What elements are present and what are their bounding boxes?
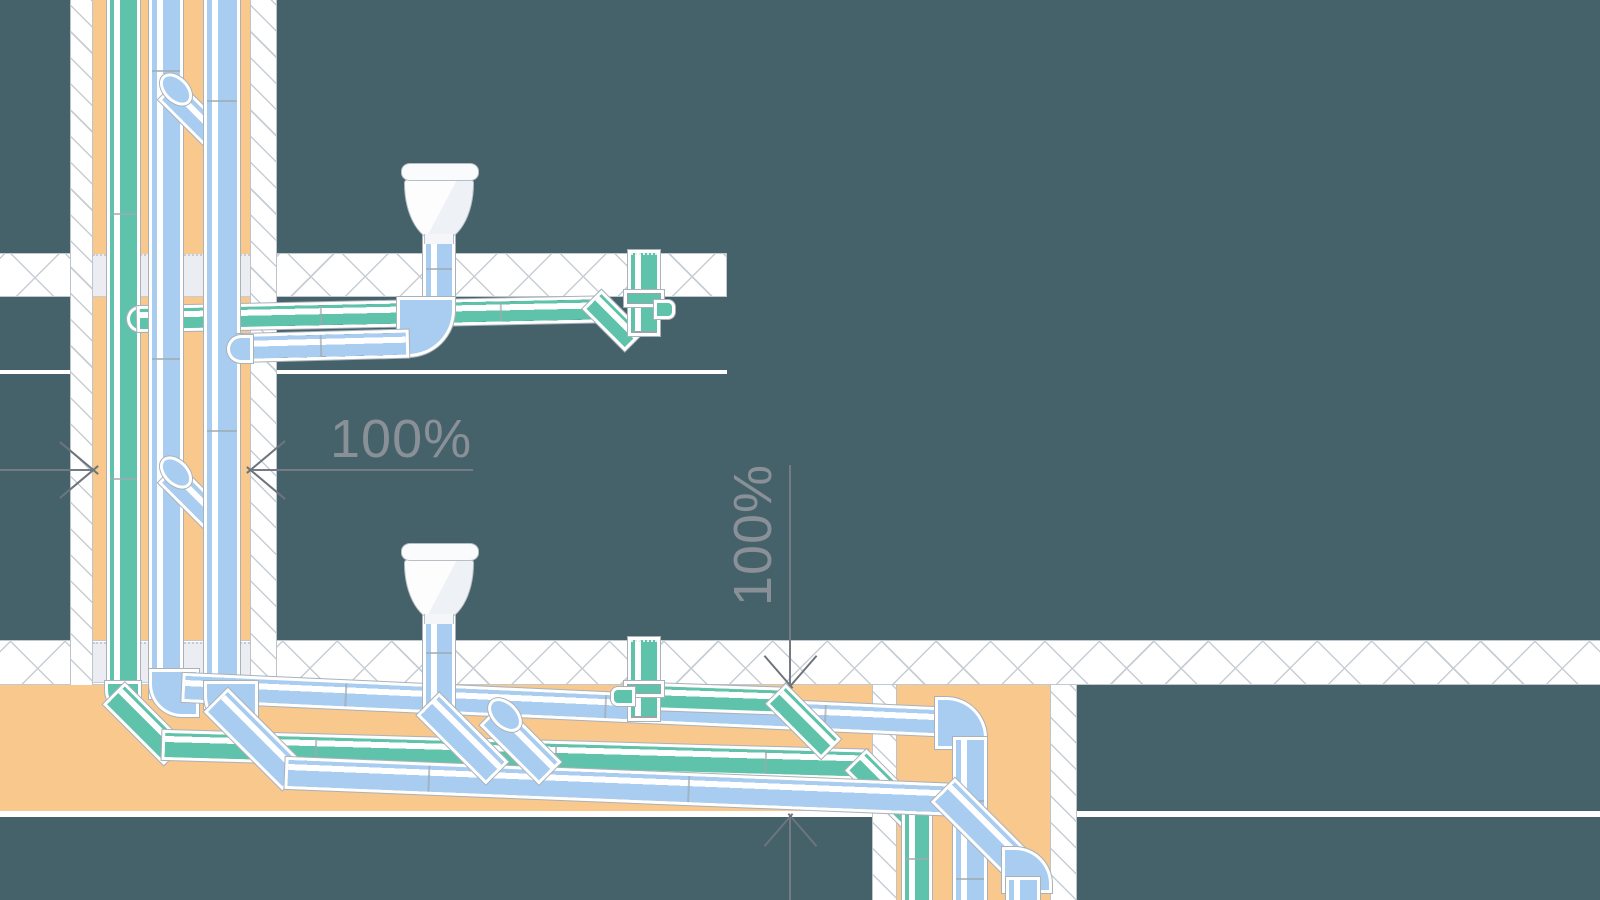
pipe-joint-tick [152,70,180,72]
pipe-joint-tick [110,213,137,215]
funnel-pipe-upper [426,234,452,312]
teal-drop-vertical [905,798,929,900]
blue-drop-vertical-b [1009,880,1037,900]
dim-line-horizontal-right [252,469,473,471]
dim-label-horizontal: 100% [330,409,473,469]
dim-arrow-up-stroke [787,813,818,847]
pipe-joint-tick [207,100,237,102]
shaft-wall-left [70,0,93,685]
funnel-elbow-upper [400,300,452,354]
pipe-joint-tick [110,478,137,480]
pipe-joint-tick [426,652,452,654]
ceiling-line-upper-right [277,370,727,374]
ceiling-line-lower-right [1077,811,1600,817]
funnel-rim [401,163,479,181]
funnel-neck [424,234,454,244]
pipe-joint-tick [956,878,984,880]
pipe-joint-tick [905,858,929,860]
upper-slab-left [0,253,70,297]
funnel-run-cap-upper [230,338,250,360]
ceiling-line-lower-left [0,811,872,817]
funnel-drain-upper [401,163,479,244]
pipe-joint-tick [207,430,237,432]
funnel-bowl [404,558,474,622]
dim-line-vertical-lower [789,816,791,900]
teal-stack-lower-stub [631,640,657,718]
pipe-joint-tick [152,358,180,360]
teal-cleanout-stub-lower [614,690,632,703]
pipe-joint-tick [426,268,452,270]
ceiling-line-upper-left [0,370,70,374]
teal-collar-lower [627,684,661,694]
dim-label-vertical: 100% [723,463,783,607]
dim-line-vertical-upper [789,465,791,685]
funnel-drain-lower [401,543,479,624]
dim-line-horizontal-left [0,469,93,471]
funnel-run-upper [239,332,407,359]
duct-wall-right [1050,685,1077,900]
teal-cleanout-stub-upper [657,303,672,316]
funnel-bowl [404,178,474,242]
teal-collar-upper [627,293,661,304]
blue-stack-a [152,0,180,696]
funnel-rim [401,543,479,561]
upper-slab-right [277,253,727,297]
funnel-neck [424,614,454,624]
teal-stack-left [110,0,137,698]
